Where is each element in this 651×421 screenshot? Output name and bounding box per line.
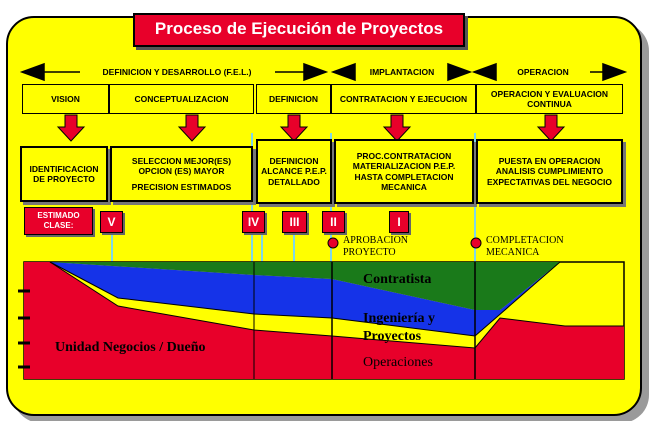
area-label-contratista: Contratista — [363, 272, 432, 287]
phase-arrows — [19, 62, 628, 82]
diagram-title: Proceso de Ejecución de Proyectos — [133, 13, 465, 47]
down-arrow-definicion — [279, 114, 309, 142]
detail-seleccion-line-1: SELECCION MEJOR(ES) OPCION (ES) MAYOR — [131, 155, 232, 176]
phase-label-implantacion: IMPLANTACION — [369, 67, 435, 77]
down-arrow-vision — [56, 114, 86, 142]
area-label-unidad: Unidad Negocios / Dueño — [55, 340, 206, 355]
phase-label-operacion: OPERACION — [517, 67, 569, 77]
milestone-aprobacion: APROBACION PROYECTO — [343, 235, 409, 258]
class-badge-i: I — [389, 211, 409, 233]
milestone-completacion: COMPLETACION MECANICA — [486, 235, 564, 258]
impl-arrowhead-right — [447, 62, 473, 82]
phase-label-fel: DEFINICION Y DESARROLLO (F.E.L.) — [102, 67, 252, 77]
boundary-line-blue — [49, 261, 561, 337]
stage-conceptualizacion: CONCEPTUALIZACION — [109, 84, 254, 114]
down-arrow-operacion — [536, 114, 566, 142]
down-arrows — [56, 114, 566, 142]
down-arrow-concept — [177, 114, 207, 142]
fel-arrowhead-right — [303, 62, 329, 82]
class-badge-ii: II — [322, 211, 345, 233]
stage-operacion: OPERACION Y EVALUACION CONTINUA — [476, 84, 623, 114]
fel-arrowhead-left — [19, 62, 45, 82]
milestone-dot-completacion — [470, 237, 482, 249]
detail-definicion: DEFINICION ALCANCE P.E.P. DETALLADO — [256, 139, 332, 204]
area-label-operaciones: Operaciones — [363, 355, 433, 370]
y-axis-ticks — [18, 289, 30, 369]
unidad-area — [24, 262, 624, 379]
down-arrow-contratacion — [382, 114, 412, 142]
class-badge-iii: III — [282, 211, 307, 233]
detail-puesta: PUESTA EN OPERACION ANALISIS CUMPLIMIENT… — [476, 139, 623, 204]
impl-arrowhead-left — [330, 62, 356, 82]
milestone-dot-aprobacion — [327, 237, 339, 249]
detail-identificacion: IDENTIFICACION DE PROYECTO — [20, 146, 108, 202]
detail-seleccion-line-2: PRECISION ESTIMADOS — [131, 182, 232, 193]
estimado-clase-label: ESTIMADO CLASE: — [24, 207, 93, 235]
class-badge-v: V — [100, 211, 123, 233]
area-label-ingenieria: Ingeniería y Proyectos — [363, 311, 435, 345]
boundary-line-red — [49, 261, 624, 349]
contratista-area — [24, 262, 560, 310]
ingenieria-area — [50, 262, 560, 336]
detail-seleccion: SELECCION MEJOR(ES) OPCION (ES) MAYOR PR… — [110, 146, 253, 202]
stage-vision: VISION — [22, 84, 109, 114]
detail-proc: PROC.CONTRATACION MATERIALIZACION P.E.P.… — [334, 139, 474, 204]
oper-arrowhead-right — [602, 62, 628, 82]
operaciones-area — [50, 262, 500, 348]
oper-arrowhead-left — [471, 62, 497, 82]
participation-chart — [18, 261, 625, 380]
class-badge-iv: IV — [242, 211, 265, 233]
stage-contratacion: CONTRATACION Y EJECUCION — [331, 84, 476, 114]
stage-definicion: DEFINICION — [256, 84, 331, 114]
